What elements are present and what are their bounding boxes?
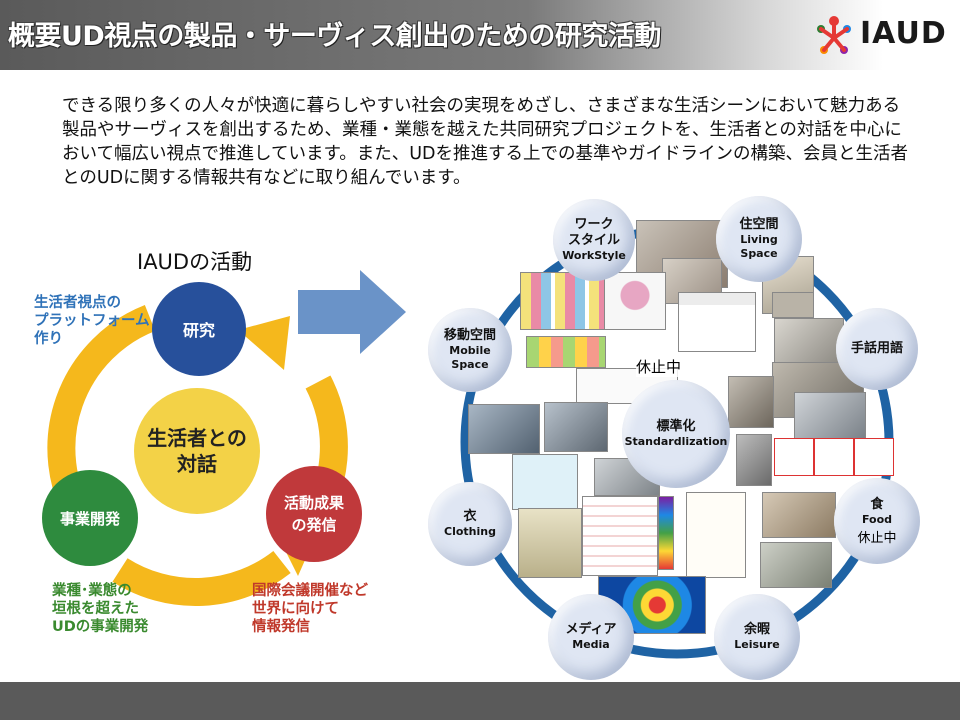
photo-living-door: [772, 292, 814, 318]
area-standardization[interactable]: 標準化 Standardlization: [622, 380, 730, 488]
photo-mobile-cards: [526, 336, 606, 368]
photo-pictogram-1: [774, 438, 814, 476]
photo-app-screen: [678, 292, 756, 352]
area-workstyle-jp1: ワーク: [574, 217, 614, 232]
mobile-status-badge: 休止中: [636, 356, 682, 377]
center-line-2: 対話: [177, 452, 217, 476]
note-business-line: 業種･業態の: [52, 583, 132, 599]
area-food-en: Food: [861, 512, 893, 526]
photo-pictogram-3: [854, 438, 894, 476]
footer-bar: [0, 682, 960, 720]
note-business: 業種･業態の 垣根を超えた UDの事業開発: [52, 582, 148, 636]
research-label: 研究: [182, 321, 215, 340]
area-clothing-en: Clothing: [444, 525, 496, 538]
note-research-line: 作り: [34, 331, 63, 347]
area-media[interactable]: メディア Media: [548, 594, 634, 680]
photo-clothing-coat: [518, 508, 582, 578]
photo-pictogram-2: [814, 438, 854, 476]
area-living-en1: Living: [740, 233, 778, 246]
note-output: 国際会議開催など 世界に向けて 情報発信: [252, 582, 368, 636]
photo-workshop-2: [544, 402, 608, 452]
area-sign-jp: 手話用語: [850, 341, 903, 356]
center-line-1: 生活者との: [147, 426, 247, 450]
area-clothing[interactable]: 衣 Clothing: [428, 482, 512, 566]
area-sign-language[interactable]: 手話用語: [836, 308, 918, 390]
page-title: 概要UD視点の製品・サーヴィス創出のための研究活動: [8, 21, 661, 52]
area-food[interactable]: 食 Food 休止中: [834, 478, 920, 564]
output-line-1: 活動成果: [283, 494, 344, 512]
business-node: 事業開発: [42, 470, 138, 566]
area-leisure[interactable]: 余暇 Leisure: [714, 594, 800, 680]
area-food-status: 休止中: [857, 530, 897, 546]
photo-standard-people: [728, 376, 774, 428]
area-workstyle[interactable]: ワーク スタイル WorkStyle: [553, 199, 635, 281]
note-research: 生活者視点の プラットフォーム 作り: [34, 294, 150, 348]
photo-leisure-group: [760, 542, 832, 588]
note-output-line: 世界に向けて: [252, 601, 339, 617]
iaud-logo-mark-icon: [817, 16, 851, 54]
arrow-head-research: [238, 316, 290, 370]
photo-sign-room: [774, 318, 844, 366]
area-leisure-en: Leisure: [734, 638, 780, 651]
photo-workshop-1: [468, 404, 540, 454]
area-food-jp: 食: [870, 496, 884, 512]
note-output-line: 情報発信: [252, 619, 310, 635]
photo-food-table: [762, 492, 836, 538]
area-living[interactable]: 住空間 Living Space: [716, 196, 802, 282]
photo-clothing-tags: [512, 454, 578, 510]
output-line-2: の発信: [291, 516, 337, 534]
area-mobile-en1: Mobile: [449, 344, 491, 357]
area-mobile-en2: Space: [451, 358, 489, 371]
iaud-logo: IAUD: [812, 12, 952, 62]
center-dialogue-node: 生活者との 対話: [134, 388, 260, 514]
area-living-en2: Space: [740, 247, 778, 260]
area-living-jp: 住空間: [739, 217, 779, 232]
intro-text: できる限り多くの人々が快適に暮らしやすい社会の実現をめざし、さまざまな生活シーン…: [62, 96, 908, 188]
photo-event-2: [736, 434, 772, 486]
cycle-title: IAUDの活動: [137, 250, 253, 274]
research-node: 研究: [152, 282, 246, 376]
logo-text: IAUD: [860, 16, 947, 51]
photo-standard-seminar: [794, 392, 866, 440]
photo-mobile-diagram: [520, 272, 606, 330]
business-label: 事業開発: [59, 509, 120, 528]
activity-cycle: 生活者との 対話 研究 事業開発 活動成果 の発信 生活者視点の プラットフォー…: [0, 270, 420, 680]
photo-chart-board: [582, 496, 658, 576]
area-leisure-jp: 余暇: [743, 622, 770, 637]
photo-media-doc: [686, 492, 746, 578]
area-media-en: Media: [572, 638, 610, 651]
photo-color-scale: [658, 496, 674, 570]
area-clothing-jp: 衣: [463, 509, 477, 524]
area-media-jp: メディア: [565, 622, 617, 637]
note-research-line: プラットフォーム: [34, 313, 150, 329]
note-output-line: 国際会議開催など: [252, 583, 368, 599]
photo-mobile-persona: [604, 272, 666, 330]
note-business-line: 垣根を超えた: [52, 601, 139, 617]
area-workstyle-jp2: スタイル: [567, 233, 620, 248]
area-mobile-jp: 移動空間: [443, 328, 496, 343]
area-mobile[interactable]: 移動空間 Mobile Space: [428, 308, 512, 392]
output-node: 活動成果 の発信: [266, 466, 362, 562]
right-arrow-icon: [298, 270, 406, 354]
area-standard-en: Standardlization: [624, 435, 728, 448]
area-workstyle-en: WorkStyle: [562, 249, 626, 262]
note-business-line: UDの事業開発: [52, 619, 149, 635]
research-areas-panel: 休止中 ワーク スタイル WorkStyle 住空間 Living Space …: [428, 196, 926, 682]
note-research-line: 生活者視点の: [34, 295, 121, 311]
area-standard-jp: 標準化: [656, 419, 696, 434]
header-bar: 概要UD視点の製品・サーヴィス創出のための研究活動: [0, 0, 960, 70]
